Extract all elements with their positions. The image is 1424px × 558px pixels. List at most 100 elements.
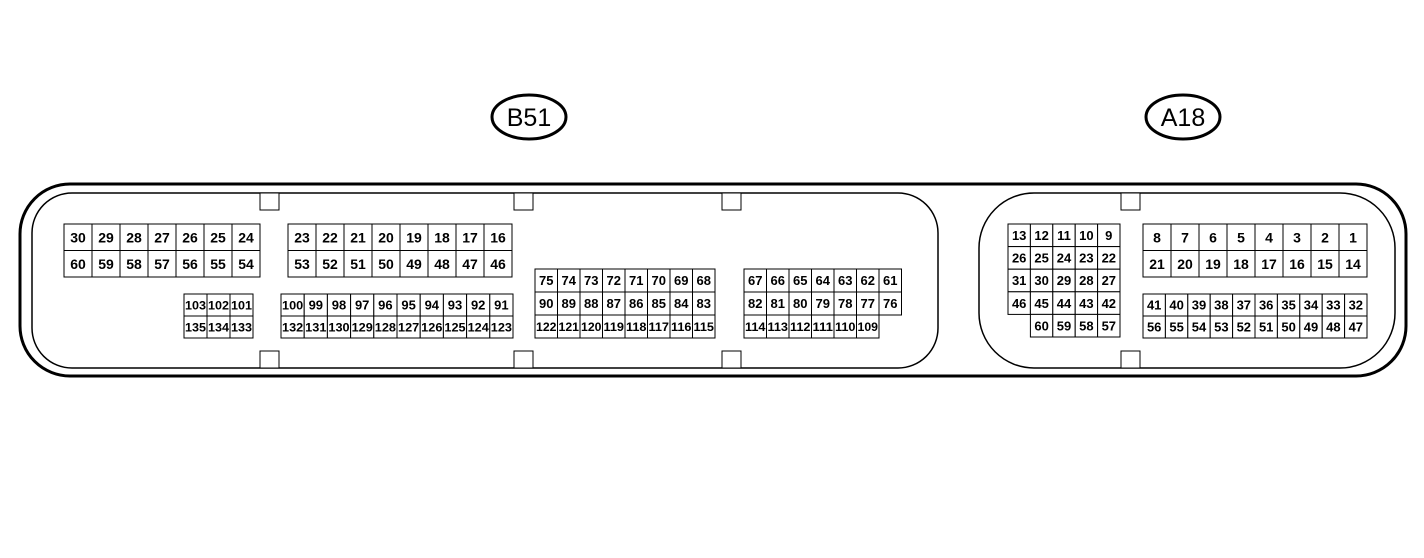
- pin-cell-box: [1198, 223, 1228, 251]
- pin-cell-55: 55: [203, 250, 233, 278]
- pin-cell-110: 110: [833, 314, 857, 339]
- pin-number: 75: [539, 273, 553, 288]
- pin-number: 57: [154, 256, 170, 272]
- pin-cell-15: 15: [1310, 250, 1340, 278]
- pin-cell-29: 29: [91, 223, 121, 251]
- pin-cell-30: 30: [1029, 268, 1054, 293]
- pin-number: 121: [559, 320, 580, 334]
- pin-cell-box: [343, 223, 373, 251]
- pin-number: 55: [1169, 320, 1183, 335]
- locking-tab: [513, 192, 534, 211]
- pin-cell-box: [63, 250, 93, 278]
- pin-number: 72: [607, 273, 621, 288]
- pin-number: 135: [185, 321, 206, 335]
- pin-cell-box: [1344, 315, 1368, 339]
- pin-number: 96: [378, 298, 392, 313]
- pin-cell-box: [287, 250, 317, 278]
- pin-cell-box: [1226, 250, 1256, 278]
- pin-number: 49: [1304, 320, 1318, 335]
- pin-number: 103: [185, 299, 206, 313]
- pin-number: 56: [182, 256, 198, 272]
- b51-housing-inner: [31, 192, 939, 369]
- pin-cell-1: 1: [1338, 223, 1368, 251]
- pin-number: 126: [421, 321, 443, 335]
- pin-cell-box: [1310, 223, 1340, 251]
- pin-number: 97: [355, 298, 369, 313]
- pin-cell-54: 54: [231, 250, 261, 278]
- pin-number: 50: [1281, 320, 1295, 335]
- pin-cell-115: 115: [692, 314, 716, 339]
- pin-cell-18: 18: [427, 223, 457, 251]
- pin-cell-28: 28: [1074, 268, 1099, 293]
- pin-cell-101: 101: [229, 293, 254, 317]
- pin-cell-69: 69: [669, 268, 693, 293]
- pin-cell-120: 120: [579, 314, 603, 339]
- pin-number: 71: [629, 273, 643, 288]
- pin-number: 34: [1304, 298, 1319, 313]
- pin-cell-54: 54: [1187, 315, 1211, 339]
- pin-number: 6: [1209, 229, 1217, 245]
- pin-number: 28: [126, 229, 142, 245]
- pin-number: 9: [1105, 228, 1112, 243]
- pin-number: 12: [1034, 228, 1048, 243]
- pin-cell-85: 85: [647, 291, 671, 316]
- pin-number: 131: [305, 321, 327, 335]
- pin-cell-box: [1142, 223, 1172, 251]
- pin-cell-42: 42: [1097, 291, 1121, 315]
- pin-cell-114: 114: [743, 314, 767, 339]
- connector-label-oval: [1144, 93, 1222, 141]
- pin-cell-117: 117: [647, 314, 671, 339]
- pin-number: 100: [282, 299, 304, 313]
- pin-cell-99: 99: [303, 293, 328, 317]
- pin-cell-56: 56: [1142, 315, 1166, 339]
- pin-cell-16: 16: [1282, 250, 1312, 278]
- pin-cell-22: 22: [315, 223, 345, 251]
- pin-number: 79: [816, 296, 830, 311]
- pin-cell-25: 25: [203, 223, 233, 251]
- pin-number: 33: [1326, 298, 1340, 313]
- pin-number: 45: [1034, 296, 1048, 311]
- pin-cell-60: 60: [63, 250, 93, 278]
- pin-number: 21: [1149, 256, 1165, 272]
- pin-number: 89: [562, 296, 576, 311]
- pin-cell-93: 93: [442, 293, 468, 317]
- pin-number: 5: [1237, 229, 1245, 245]
- pin-number: 91: [494, 298, 508, 313]
- pin-cell-92: 92: [466, 293, 491, 317]
- pin-cell-95: 95: [396, 293, 421, 317]
- pin-cell-59: 59: [1052, 313, 1076, 338]
- pin-number: 8: [1153, 229, 1161, 245]
- pin-cell-124: 124: [466, 315, 491, 339]
- locking-tab: [259, 192, 280, 211]
- pin-cell-78: 78: [833, 291, 857, 316]
- pin-number: 26: [1012, 251, 1026, 266]
- pin-cell-21: 21: [343, 223, 373, 251]
- pin-number: 43: [1079, 296, 1093, 311]
- pin-cell-10: 10: [1074, 223, 1099, 248]
- pin-cell-74: 74: [557, 268, 581, 293]
- pin-number: 42: [1102, 296, 1116, 311]
- pin-number: 35: [1281, 298, 1295, 313]
- pin-cell-111: 111: [811, 314, 835, 339]
- pin-number: 90: [539, 296, 553, 311]
- pin-number: 28: [1079, 273, 1093, 288]
- pin-cell-7: 7: [1170, 223, 1200, 251]
- pin-number: 53: [1214, 320, 1228, 335]
- pin-number: 88: [584, 296, 598, 311]
- pin-cell-97: 97: [350, 293, 375, 317]
- pin-number: 77: [861, 296, 875, 311]
- pin-number: 129: [352, 321, 374, 335]
- pin-cell-71: 71: [624, 268, 648, 293]
- pin-cell-21: 21: [1142, 250, 1172, 278]
- pin-number: 16: [490, 229, 506, 245]
- pin-number: 60: [70, 256, 86, 272]
- pin-number: 93: [448, 298, 462, 313]
- pin-number: 112: [790, 320, 811, 334]
- pin-cell-box: [1338, 250, 1368, 278]
- pin-number: 130: [328, 321, 350, 335]
- pin-cell-44: 44: [1052, 291, 1076, 315]
- pin-number: 120: [581, 320, 602, 334]
- pin-number: 31: [1012, 273, 1026, 288]
- pin-number: 47: [462, 256, 478, 272]
